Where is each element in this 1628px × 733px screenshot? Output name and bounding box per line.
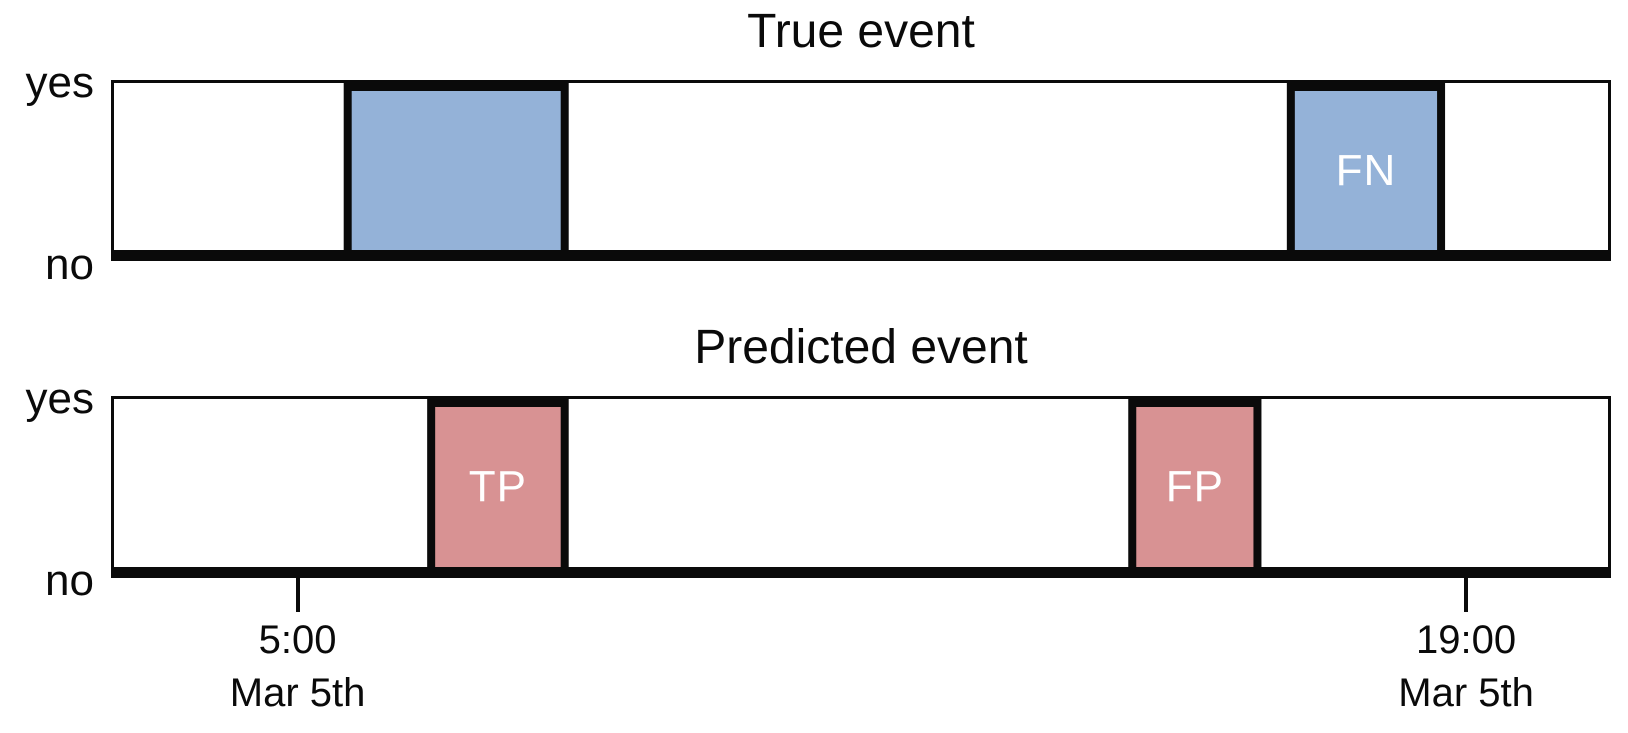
x-tick-time: 5:00: [258, 618, 337, 662]
event-rect: [1290, 83, 1442, 258]
y-axis-label-yes: yes: [25, 374, 94, 423]
chart-title: True event: [747, 5, 975, 58]
signal-svg: [114, 83, 1608, 258]
chart-title: Predicted event: [694, 321, 1028, 374]
x-tick-time: 19:00: [1416, 618, 1517, 662]
event-rect: [347, 83, 565, 258]
event-rect: [1132, 399, 1258, 575]
event-rect: [431, 399, 565, 575]
event-step-line: [1128, 399, 1262, 575]
event-label-fp: FP: [1165, 462, 1224, 511]
event-label-tp: TP: [468, 462, 528, 511]
signal-svg: [114, 399, 1608, 575]
y-axis-label-no: no: [45, 556, 94, 605]
x-tick: [295, 578, 300, 612]
event-label-fn: FN: [1335, 145, 1397, 195]
event-step-line: [427, 399, 569, 575]
plot-area: TP FP: [111, 396, 1611, 578]
x-tick-date: Mar 5th: [1398, 670, 1534, 715]
x-tick-date: Mar 5th: [229, 670, 366, 715]
x-tick: [1464, 578, 1469, 612]
event-step-line: [343, 83, 569, 258]
y-axis-label-no: no: [45, 240, 94, 289]
plot-area: FN: [111, 80, 1611, 261]
event-step-line: [1286, 83, 1446, 258]
y-axis-label-yes: yes: [25, 58, 94, 107]
